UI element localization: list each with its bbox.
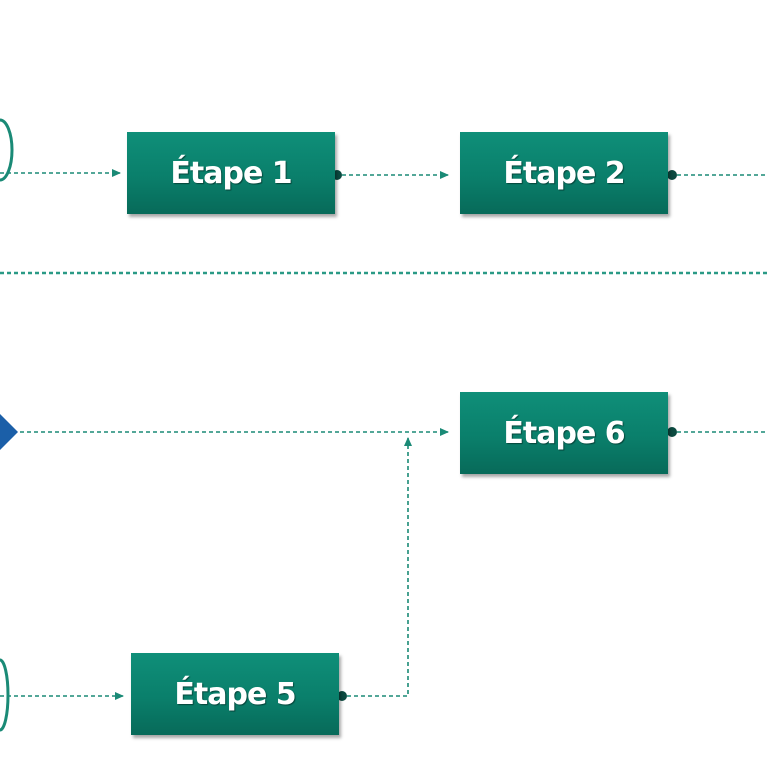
start-circle-partial xyxy=(0,118,14,182)
step-5-port xyxy=(337,691,347,701)
step-1-label: Étape 1 xyxy=(170,155,292,191)
step-5-label: Étape 5 xyxy=(174,676,296,712)
decision-diamond-partial xyxy=(0,414,18,450)
step-2-port xyxy=(667,170,677,180)
step-1-box: Étape 1 xyxy=(127,132,335,214)
step-5-box: Étape 5 xyxy=(131,653,339,735)
step-6-label: Étape 6 xyxy=(503,415,625,451)
lower-start-partial xyxy=(0,658,10,732)
step-6-port xyxy=(667,427,677,437)
connector-step-5-to-step-6 xyxy=(347,437,412,697)
step-2-label: Étape 2 xyxy=(503,155,625,191)
step-2-box: Étape 2 xyxy=(460,132,668,214)
step-6-box: Étape 6 xyxy=(460,392,668,474)
